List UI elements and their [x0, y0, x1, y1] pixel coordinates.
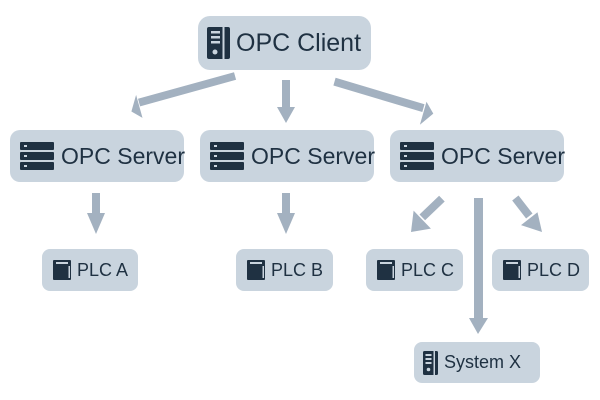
arrow-client-to-server-2	[277, 80, 295, 123]
plc-icon	[247, 260, 265, 280]
server-rack-icon	[20, 142, 54, 170]
system-x-label: System X	[444, 352, 522, 372]
plc-icon	[503, 260, 521, 280]
opc-client-node: OPC Client	[198, 16, 371, 70]
arrow-client-to-server-3	[333, 77, 434, 125]
plc-d-node: PLC D	[492, 249, 589, 291]
plc-b-label: PLC B	[271, 259, 324, 280]
arrow-server-2-to-plc-b	[277, 193, 295, 234]
opc-server-node-2: OPC Server	[200, 130, 375, 182]
arrow-server-3-to-plc-c	[411, 195, 445, 232]
server-rack-icon	[400, 142, 434, 170]
pc-tower-icon	[423, 350, 438, 375]
opc-server-node-3: OPC Server	[390, 130, 565, 182]
arrow-client-to-server-1	[131, 72, 237, 118]
plc-b-node: PLC B	[236, 249, 333, 291]
opc-client-label: OPC Client	[236, 28, 362, 57]
plc-icon	[377, 260, 395, 280]
plc-a-node: PLC A	[42, 249, 138, 291]
opc-server-label: OPC Server	[441, 142, 565, 169]
plc-c-node: PLC C	[366, 249, 463, 291]
arrow-server-3-to-plc-d	[512, 195, 542, 232]
plc-d-label: PLC D	[527, 259, 581, 280]
system-x-node: System X	[414, 342, 540, 383]
plc-a-label: PLC A	[77, 259, 129, 280]
pc-tower-icon	[207, 27, 230, 59]
plc-icon	[53, 260, 71, 280]
server-rack-icon	[210, 142, 244, 170]
plc-c-label: PLC C	[401, 259, 455, 280]
opc-server-node-1: OPC Server	[10, 130, 185, 182]
arrow-server-1-to-plc-a	[87, 193, 105, 234]
arrow-server-3-to-system-x	[469, 198, 488, 334]
opc-server-label: OPC Server	[61, 142, 185, 169]
opc-server-label: OPC Server	[251, 142, 375, 169]
